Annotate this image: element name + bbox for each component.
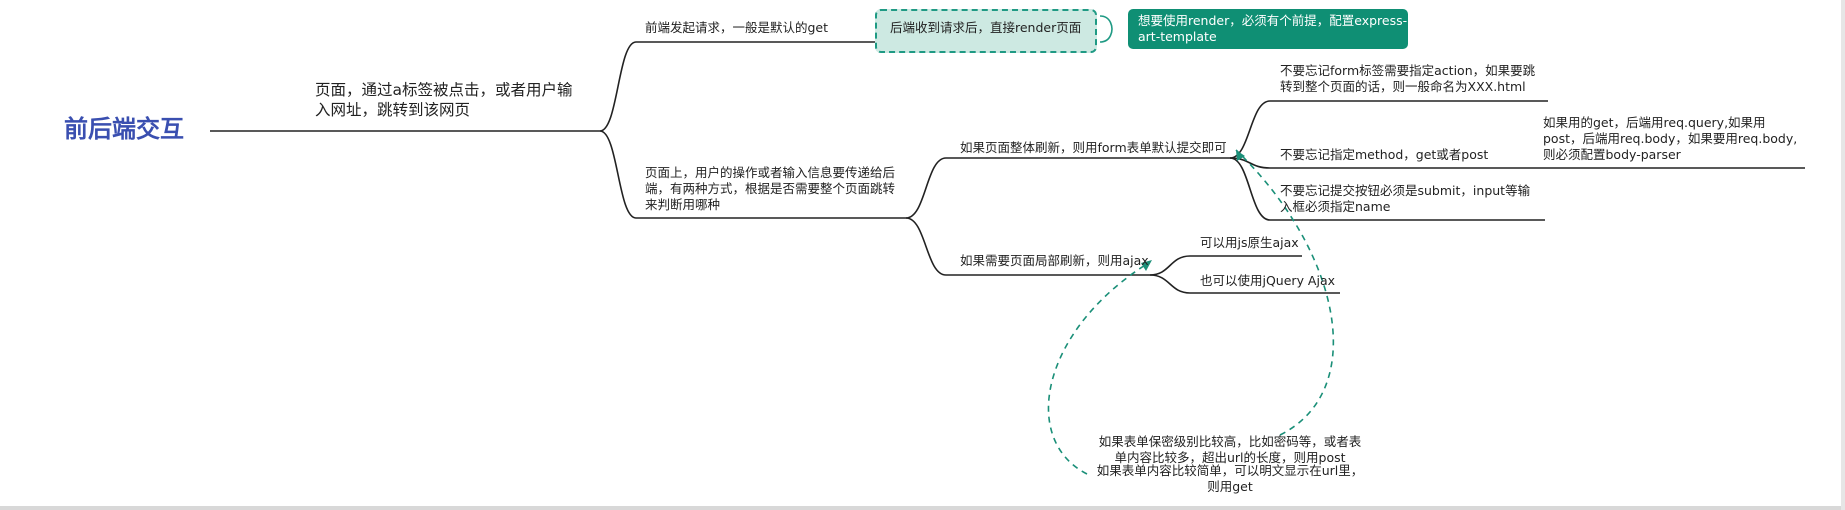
branch-ajax-native <box>1149 255 1302 276</box>
branch-form-action <box>1229 100 1548 159</box>
relation-arrow-to-ajax <box>1047 261 1151 475</box>
arrowhead-form <box>1236 150 1245 161</box>
topic-backend-render: 后端收到请求后，直接render页面 <box>890 20 1082 35</box>
topic-method-note: 如果用的get，后端用req.query,如果用post，后端用req.body… <box>1543 115 1798 162</box>
branch-form-submit <box>905 157 1230 219</box>
topic-ajax: 如果需要页面局部刷新，则用ajax <box>960 253 1149 268</box>
branch-form-submit-btn <box>1229 157 1545 221</box>
topic-user-input: 页面上，用户的操作或者输入信息要传递给后端，有两种方式，根据是否需要整个页面跳转… <box>645 165 896 212</box>
branch-ajax <box>905 217 1150 276</box>
render-note-text: 想要使用render，必须有个前提，配置express-art-template <box>1138 13 1408 44</box>
branch-front-get <box>599 41 872 132</box>
branch-form-method <box>1229 157 1528 169</box>
root-topic: 前后端交互 <box>64 115 184 143</box>
callout-bracket <box>1099 15 1113 43</box>
topic-form-action: 不要忘记form标签需要指定action，如果要跳转到整个页面的话，则一般命名为… <box>1280 63 1536 94</box>
topic-form-method: 不要忘记指定method，get或者post <box>1280 147 1489 162</box>
callout-backend-render <box>875 9 1097 53</box>
branch-user-input <box>599 130 906 219</box>
relation-arrow-to-form <box>1235 149 1335 436</box>
note-post: 如果表单保密级别比较高，比如密码等，或者表单内容比较多，超出url的长度，则用p… <box>1098 434 1362 465</box>
topic-form-submit-btn: 不要忘记提交按钮必须是submit，input等输入框必须指定name <box>1280 183 1531 214</box>
topic-page-nav: 页面，通过a标签被点击，或者用户输入网址，跳转到该网页 <box>315 81 573 119</box>
topic-front-get: 前端发起请求，一般是默认的get <box>645 20 829 35</box>
arrowhead-ajax <box>1141 260 1152 271</box>
canvas-right-border <box>1841 0 1845 510</box>
render-note-badge: 想要使用render，必须有个前提，配置express-art-template <box>1128 9 1408 49</box>
branch-ajax-jquery <box>1149 274 1340 294</box>
topic-form-submit: 如果页面整体刷新，则用form表单默认提交即可 <box>960 140 1227 155</box>
topic-ajax-native: 可以用js原生ajax <box>1200 235 1299 250</box>
note-get: 如果表单内容比较简单，可以明文显示在url里，则用get <box>1096 463 1364 494</box>
canvas-bottom-border <box>0 506 1845 510</box>
topic-ajax-jquery: 也可以使用jQuery Ajax <box>1200 273 1336 288</box>
